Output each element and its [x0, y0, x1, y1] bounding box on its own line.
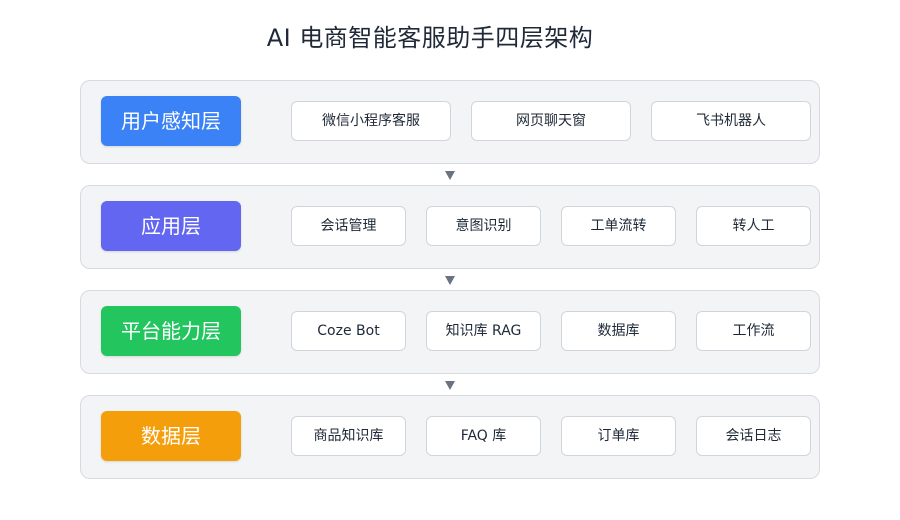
- layer-item: 会话管理: [291, 206, 406, 246]
- layer-item: 意图识别: [426, 206, 541, 246]
- layer-platform-capability: 平台能力层 Coze Bot 知识库 RAG 数据库 工作流: [80, 290, 820, 374]
- layer-label: 平台能力层: [101, 306, 241, 356]
- layer-item: 会话日志: [696, 416, 811, 456]
- layer-item: 订单库: [561, 416, 676, 456]
- layer-item: 工单流转: [561, 206, 676, 246]
- arrow-down-icon: [445, 381, 455, 390]
- layer-item: 网页聊天窗: [471, 101, 631, 141]
- diagram-title: AI 电商智能客服助手四层架构: [266, 24, 594, 52]
- layer-item: 微信小程序客服: [291, 101, 451, 141]
- layer-item: Coze Bot: [291, 311, 406, 351]
- arrow-down-icon: [445, 171, 455, 180]
- layer-item: 数据库: [561, 311, 676, 351]
- layer-item: 知识库 RAG: [426, 311, 541, 351]
- layer-item: FAQ 库: [426, 416, 541, 456]
- layer-label: 用户感知层: [101, 96, 241, 146]
- arrow-down-icon: [445, 276, 455, 285]
- layer-item: 转人工: [696, 206, 811, 246]
- layer-item: 飞书机器人: [651, 101, 811, 141]
- layer-item: 商品知识库: [291, 416, 406, 456]
- layer-label: 数据层: [101, 411, 241, 461]
- layer-data: 数据层 商品知识库 FAQ 库 订单库 会话日志: [80, 395, 820, 479]
- layer-application: 应用层 会话管理 意图识别 工单流转 转人工: [80, 185, 820, 269]
- layer-label: 应用层: [101, 201, 241, 251]
- layer-user-perception: 用户感知层 微信小程序客服 网页聊天窗 飞书机器人: [80, 80, 820, 164]
- layer-item: 工作流: [696, 311, 811, 351]
